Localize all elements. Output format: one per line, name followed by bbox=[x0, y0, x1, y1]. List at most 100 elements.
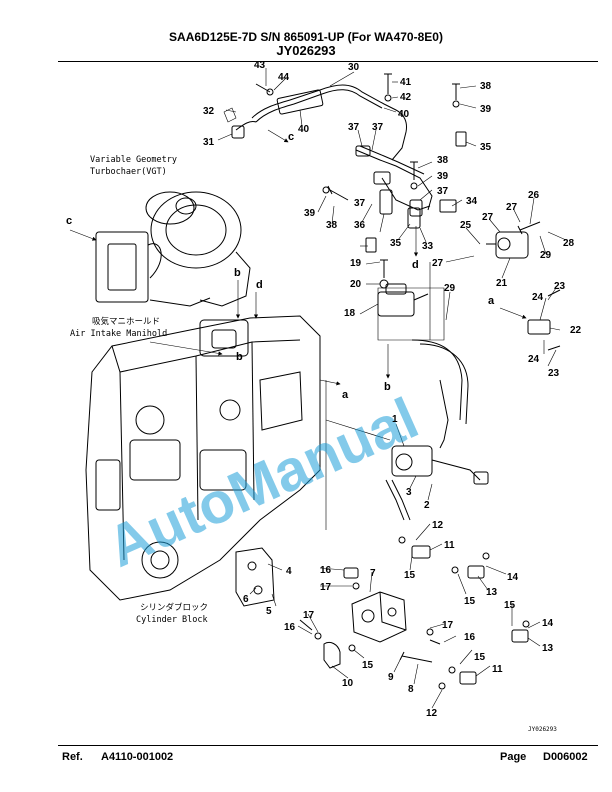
callout-5: 5 bbox=[266, 606, 272, 617]
callout-15e: 15 bbox=[474, 652, 486, 663]
callout-33: 33 bbox=[422, 241, 434, 252]
letter-b-right: b bbox=[384, 381, 391, 393]
letter-b-left: b bbox=[234, 267, 241, 279]
header-rule bbox=[58, 61, 598, 62]
callout-16a: 16 bbox=[320, 565, 332, 576]
callout-29b: 29 bbox=[444, 283, 456, 294]
letter-a-right: a bbox=[488, 295, 495, 307]
callout-9: 9 bbox=[388, 672, 394, 683]
letter-c-upper: c bbox=[288, 131, 294, 143]
callout-15b: 15 bbox=[464, 596, 476, 607]
callout-35b: 35 bbox=[390, 238, 402, 249]
footer-rule bbox=[58, 745, 598, 746]
callout-17a: 17 bbox=[320, 582, 332, 593]
bolts-upper bbox=[255, 73, 541, 289]
callout-28: 28 bbox=[563, 238, 575, 249]
callout-6: 6 bbox=[243, 594, 249, 605]
callout-40b: 40 bbox=[398, 109, 410, 120]
callout-25: 25 bbox=[460, 220, 472, 231]
callout-3: 3 bbox=[406, 487, 412, 498]
callout-27b: 27 bbox=[506, 202, 518, 213]
actuator-1-drawing bbox=[385, 445, 489, 521]
callout-12b: 12 bbox=[426, 708, 438, 719]
callout-7: 7 bbox=[370, 568, 376, 579]
callout-36: 36 bbox=[354, 220, 366, 231]
callout-11b: 11 bbox=[492, 664, 503, 675]
callout-23b: 23 bbox=[548, 368, 560, 379]
callout-16b: 16 bbox=[284, 622, 296, 633]
callout-34: 34 bbox=[466, 196, 478, 207]
callout-4: 4 bbox=[286, 566, 292, 577]
callout-30: 30 bbox=[348, 62, 360, 73]
callout-32: 32 bbox=[203, 106, 215, 117]
callout-18: 18 bbox=[344, 308, 356, 319]
callout-38c: 38 bbox=[326, 220, 338, 231]
callout-38b: 38 bbox=[437, 155, 449, 166]
ref-label: Ref. bbox=[62, 751, 83, 763]
page-title: SAA6D125E-7D S/N 865091-UP (For WA470-8E… bbox=[169, 30, 443, 44]
callout-17b: 17 bbox=[303, 610, 315, 621]
callout-19: 19 bbox=[350, 258, 362, 269]
callout-24a: 24 bbox=[532, 292, 544, 303]
cylinder-block-drawing bbox=[85, 315, 321, 601]
callout-10: 10 bbox=[342, 678, 354, 689]
turbocharger-drawing bbox=[95, 191, 251, 307]
diagram-code: JY026293 bbox=[276, 43, 336, 58]
letter-c-left: c bbox=[66, 215, 72, 227]
callout-37c: 37 bbox=[437, 186, 449, 197]
callout-22: 22 bbox=[570, 325, 582, 336]
callout-14b: 14 bbox=[542, 618, 554, 629]
callout-35a: 35 bbox=[480, 142, 492, 153]
callout-37d: 37 bbox=[354, 198, 366, 209]
callout-39a: 39 bbox=[480, 104, 492, 115]
callout-42: 42 bbox=[400, 92, 412, 103]
pipe-assembly-upper bbox=[223, 84, 467, 253]
intake-label-jp: 吸気マニホールド bbox=[92, 316, 160, 327]
callout-2: 2 bbox=[424, 500, 430, 511]
vgt-label-line1: Variable Geometry bbox=[90, 155, 177, 165]
callout-1: 1 bbox=[392, 414, 398, 425]
callout-39c: 39 bbox=[304, 208, 316, 219]
callout-37b: 37 bbox=[372, 122, 384, 133]
callout-16c: 16 bbox=[464, 632, 476, 643]
hoses-mid bbox=[411, 339, 469, 449]
page-value: D006002 bbox=[543, 751, 588, 763]
drawing-code: JY026293 bbox=[528, 726, 557, 733]
page-label: Page bbox=[500, 751, 527, 763]
callout-14a: 14 bbox=[507, 572, 519, 583]
callout-13b: 13 bbox=[542, 643, 554, 654]
callout-26: 26 bbox=[528, 190, 540, 201]
reference-letters: c c b d d b a a b bbox=[66, 131, 495, 401]
valve-18-drawing bbox=[377, 283, 445, 341]
callout-13a: 13 bbox=[486, 587, 498, 598]
block-label-en: Cylinder Block bbox=[136, 615, 208, 625]
letter-b-manifold: b bbox=[236, 351, 243, 363]
valve-21-drawing bbox=[486, 231, 561, 351]
callout-12a: 12 bbox=[432, 520, 444, 531]
letter-a-left: a bbox=[342, 389, 349, 401]
callout-24b: 24 bbox=[528, 354, 540, 365]
callout-numbers: 43 44 30 32 31 40 41 42 40 38 39 35 37 3… bbox=[203, 60, 582, 719]
callout-15a: 15 bbox=[404, 570, 416, 581]
callout-15c: 15 bbox=[504, 600, 516, 611]
vgt-label-line2: Turbochaer(VGT) bbox=[90, 167, 167, 177]
bracket-4-drawing bbox=[235, 547, 275, 607]
watermark-text: AutoManual bbox=[98, 385, 428, 579]
callout-27c: 27 bbox=[432, 258, 444, 269]
callout-11a: 11 bbox=[444, 540, 455, 551]
block-label-jp: シリンダブロック bbox=[140, 602, 208, 613]
callout-43: 43 bbox=[254, 60, 266, 71]
callout-37a: 37 bbox=[348, 122, 360, 133]
valve-7-drawing bbox=[299, 536, 530, 690]
intake-label-en: Air Intake Manihold bbox=[70, 329, 167, 339]
callout-23a: 23 bbox=[554, 281, 566, 292]
callout-38a: 38 bbox=[480, 81, 492, 92]
letter-d-right: d bbox=[412, 259, 419, 271]
leader-lines bbox=[217, 68, 567, 709]
callout-40a: 40 bbox=[298, 124, 310, 135]
callout-21: 21 bbox=[496, 278, 508, 289]
callout-31: 31 bbox=[203, 137, 215, 148]
callout-15d: 15 bbox=[362, 660, 374, 671]
callout-8: 8 bbox=[408, 684, 414, 695]
